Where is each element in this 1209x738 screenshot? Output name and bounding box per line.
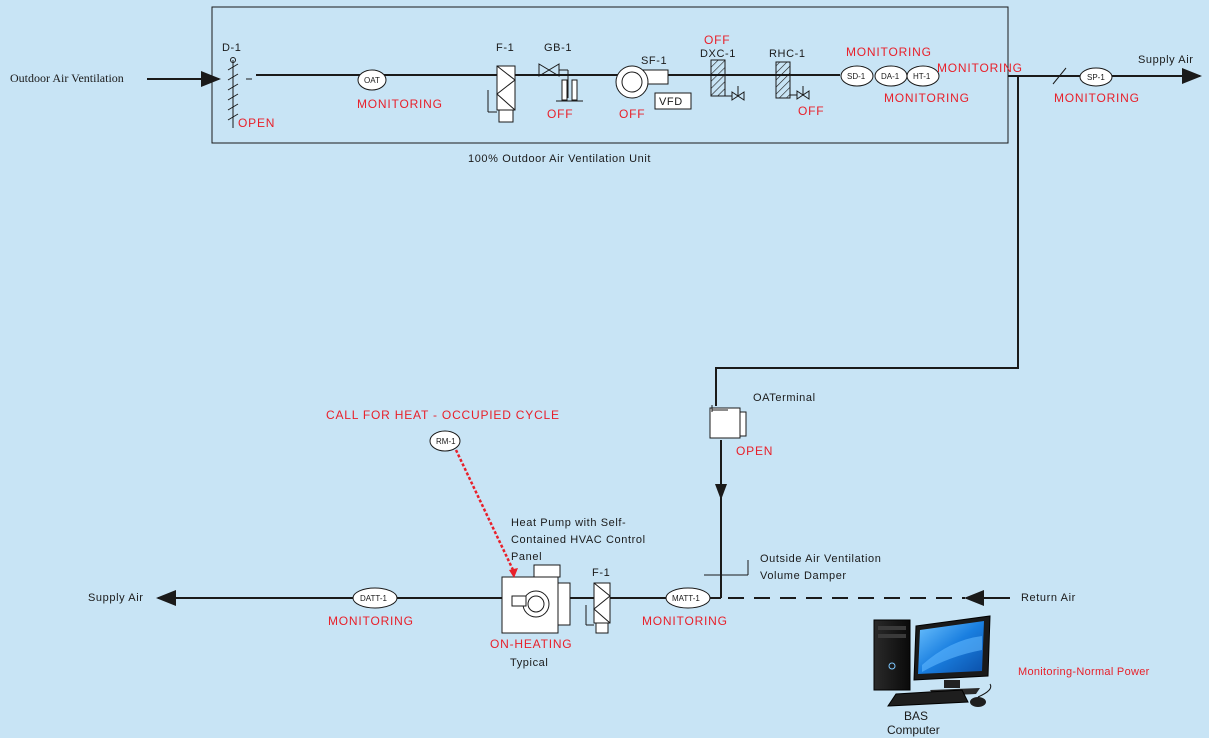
datt-sensor: [352, 587, 398, 609]
outlet-slash: [1052, 67, 1067, 85]
heat-pump-unit: [501, 564, 571, 634]
terminal-down-arrow: [715, 484, 727, 500]
reheat-coil-status: OFF: [798, 104, 824, 118]
damper-d1: [227, 57, 239, 128]
ht-sensor-tag: HT-1: [913, 72, 931, 81]
reheat-coil-rhc1: [775, 61, 810, 100]
matt-sensor-tag: MATT-1: [672, 594, 700, 603]
vfd-label: VFD: [659, 96, 683, 108]
datt-status: MONITORING: [328, 614, 414, 628]
datt-sensor-tag: DATT-1: [360, 594, 388, 603]
hp-filter-f1: [585, 582, 611, 634]
oat-sensor: [357, 69, 387, 91]
hp-filter-tag: F-1: [592, 567, 610, 579]
sd-sensor: [840, 65, 874, 87]
damper-label-2: Volume Damper: [760, 570, 847, 582]
unit-title: 100% Outdoor Air Ventilation Unit: [468, 153, 651, 165]
filter-f1-tag: F-1: [496, 42, 514, 54]
ht-sensor: [906, 65, 940, 87]
sp-status: MONITORING: [1054, 91, 1140, 105]
oa-terminal-tag: OATerminal: [753, 392, 816, 404]
bas-line1: BAS: [904, 709, 928, 723]
damper-d1-status: OPEN: [238, 116, 275, 130]
sd-sensor-tag: SD-1: [847, 72, 866, 81]
call-for-heat-label: CALL FOR HEAT - OCCUPIED CYCLE: [326, 408, 560, 422]
sp-sensor: [1079, 67, 1113, 87]
outdoor-air-label: Outdoor Air Ventilation: [10, 71, 124, 85]
matt-sensor: [665, 587, 711, 609]
oa-terminal: [709, 405, 747, 439]
gas-burner-status: OFF: [547, 107, 573, 121]
rm1-control-arrow: [509, 568, 518, 578]
oa-terminal-status: OPEN: [736, 444, 773, 458]
hp-label-1: Heat Pump with Self-: [511, 517, 626, 529]
dx-coil-dxc1: [710, 59, 745, 101]
sensor-status-top: MONITORING: [846, 45, 932, 59]
hp-label-2: Contained HVAC Control: [511, 534, 646, 546]
bas-computer-icon[interactable]: [873, 615, 992, 707]
return-air-label: Return Air: [1021, 592, 1076, 604]
rm1-control-link: [454, 449, 516, 573]
dx-coil-status: OFF: [704, 33, 730, 47]
oat-sensor-tag: OAT: [364, 76, 380, 85]
supply-fan-status: OFF: [619, 107, 645, 121]
damper-d1-tag: D-1: [222, 42, 242, 54]
supply-air-top-label: Supply Air: [1138, 54, 1194, 66]
oat-status: MONITORING: [357, 97, 443, 111]
damper-label-1: Outside Air Ventilation: [760, 553, 881, 565]
supply-fan-tag: SF-1: [641, 55, 667, 67]
reheat-coil-tag: RHC-1: [769, 48, 806, 60]
hp-typical: Typical: [510, 657, 548, 669]
sensor-status-mid: MONITORING: [937, 61, 1023, 75]
hp-label-3: Panel: [511, 551, 542, 563]
da-sensor-tag: DA-1: [881, 72, 900, 81]
gas-burner-gb1: [538, 63, 583, 102]
sp-sensor-tag: SP-1: [1087, 73, 1105, 82]
riser-duct: [715, 76, 1019, 406]
bas-line2: Computer: [887, 723, 940, 737]
matt-status: MONITORING: [642, 614, 728, 628]
dx-coil-tag: DXC-1: [700, 48, 736, 60]
gas-burner-tag: GB-1: [544, 42, 572, 54]
supply-air-bottom-label: Supply Air: [88, 592, 144, 604]
rm1-sensor: [429, 430, 461, 452]
monitoring-power-note: Monitoring-Normal Power: [1018, 666, 1150, 678]
hp-status: ON-HEATING: [490, 637, 572, 651]
supply-fan-sf1: [615, 65, 692, 110]
filter-f1: [487, 65, 516, 123]
sensor-status-bottom: MONITORING: [884, 91, 970, 105]
rm1-sensor-tag: RM-1: [436, 437, 456, 446]
